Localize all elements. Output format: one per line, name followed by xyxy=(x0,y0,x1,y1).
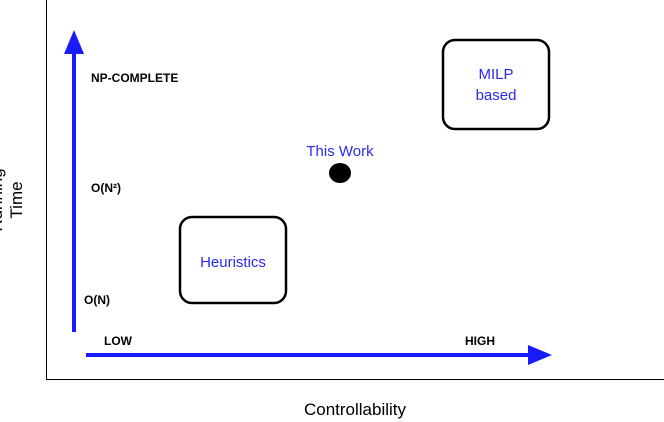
y-axis-arrow xyxy=(64,30,84,332)
milp-label-line2: based xyxy=(476,87,517,104)
this-work-label: This Work xyxy=(306,143,374,160)
x-axis-arrow xyxy=(86,345,552,365)
heuristics-label: Heuristics xyxy=(200,254,266,271)
y-tick-np-complete: NP-COMPLETE xyxy=(91,71,178,85)
plot-frame xyxy=(46,0,664,380)
heuristics-box xyxy=(178,215,288,305)
heuristics-node: Heuristics xyxy=(178,215,288,305)
this-work-dot xyxy=(329,163,351,183)
x-axis-title: Controllability xyxy=(303,400,407,419)
x-tick-high: HIGH xyxy=(465,334,495,348)
this-work-node: This Work xyxy=(306,143,374,183)
y-tick-o-n: O(N) xyxy=(84,293,110,307)
milp-node: MILP based xyxy=(441,38,551,131)
x-tick-low: LOW xyxy=(104,334,133,348)
milp-label-line1: MILP xyxy=(478,66,513,83)
milp-box xyxy=(441,38,551,131)
y-tick-o-n-squared: O(N²) xyxy=(91,181,121,195)
